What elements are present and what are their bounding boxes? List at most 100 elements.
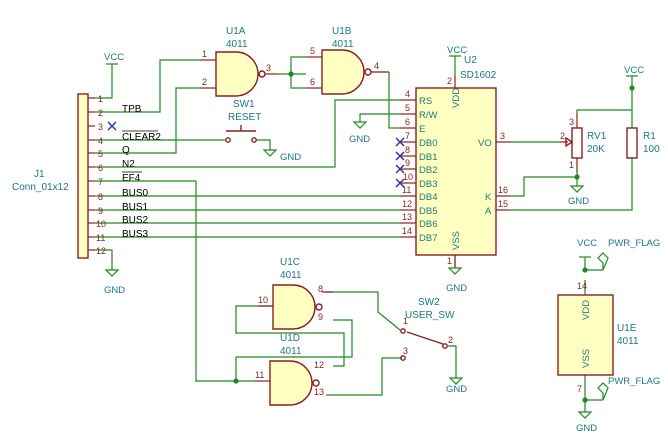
u1b-pin-6: 6 (310, 77, 315, 87)
j1-pin-10: 10 (96, 219, 106, 229)
wire-sw2-gnd (448, 345, 457, 378)
gnd-label-u2: GND (446, 283, 467, 294)
wire-a (510, 158, 633, 211)
sw1-ref: SW1 (233, 99, 255, 110)
gate-u1d[interactable]: 12 11 13 U1D 4011 (255, 333, 324, 406)
u1c-pin-10: 10 (258, 295, 268, 305)
vcc-label-j1: VCC (104, 52, 124, 63)
u1e-pin-7: 7 (577, 384, 582, 394)
wire-k (510, 176, 577, 197)
u2-pin-a-name: A (485, 206, 492, 217)
wire-n2 (95, 99, 400, 168)
u2-pin-rs-num: 4 (405, 89, 410, 99)
net-bus1: BUS1 (122, 202, 149, 213)
switch-sw2[interactable]: 1 2 3 SW2 USER_SW (400, 297, 455, 361)
u2-pin-vo-num: 3 (500, 131, 505, 141)
u2-pin-vdd-name: VDD (451, 88, 462, 108)
u1a-value: 4011 (226, 39, 248, 50)
j1-pin-2: 2 (98, 108, 103, 118)
u2-pin-db7-name: DB7 (419, 233, 437, 244)
u1c-body (272, 284, 316, 330)
u2-pin-db1-num: 8 (405, 145, 410, 155)
u2-pin-rs-name: RS (419, 96, 432, 107)
junction-u1a-out (288, 71, 294, 77)
vcc-label-u1e: VCC (577, 238, 597, 249)
u2-pin-db1-name: DB1 (419, 152, 437, 163)
u2-pin-db6-num: 13 (402, 212, 412, 222)
net-ef4: EF4 (122, 173, 141, 184)
u1a-body (215, 51, 259, 97)
wire-u1b-out-e (388, 72, 400, 129)
j1-ref: J1 (34, 169, 45, 180)
pwr-flag-label-bottom: PWR_FLAG (608, 376, 660, 387)
sw2-pin-2: 2 (448, 335, 453, 345)
j1-pin-11: 11 (96, 233, 105, 243)
j1-pins (88, 97, 95, 251)
gate-u1b[interactable]: 5 6 4 U1B 4011 (306, 26, 389, 95)
rv1-wiper-arrow (565, 136, 574, 148)
u2-pin-db4-num: 11 (402, 185, 411, 195)
pwr-flag-diamond-bottom (597, 382, 609, 401)
wire-u1c-10 (235, 305, 345, 367)
sw1-contact-right (251, 137, 257, 143)
rv1-body (571, 127, 583, 159)
u1e-pin-14: 14 (577, 281, 587, 291)
gnd-label-u1e: GND (576, 423, 597, 434)
wire-sw1-gnd (256, 139, 271, 150)
wire-j1-12-gnd (95, 249, 113, 270)
u1b-body (321, 49, 365, 95)
wire-tpb (95, 59, 200, 113)
rv1-pin-2: 2 (560, 131, 565, 141)
sw1-contact-left (225, 137, 231, 143)
u2-body (415, 87, 497, 256)
j1-body (77, 93, 89, 259)
u1c-pin-9: 9 (318, 312, 323, 322)
potentiometer-rv1[interactable]: 3 2 1 RV1 20K (560, 113, 607, 172)
no-connect-j1-3 (107, 121, 117, 131)
switch-sw1[interactable]: SW1 RESET (225, 99, 262, 143)
u1e-body (557, 294, 614, 376)
power-gnd-u1e: GND (576, 411, 597, 434)
power-gnd-u2: GND (446, 267, 467, 294)
wire-rw-gnd (359, 113, 400, 122)
wire-u1c-out (326, 291, 401, 331)
power-vcc-j1: VCC (104, 52, 124, 70)
u2-pin-db7-num: 14 (402, 226, 412, 236)
sw2-contact-1 (400, 328, 406, 334)
u2-pin-db4-name: DB4 (419, 192, 437, 203)
connector-j1[interactable]: 1 2 3 4 5 6 7 8 9 10 11 12 J1 Conn_01x12 (12, 93, 106, 259)
pwr-flag-diamond-top (597, 252, 609, 271)
power-gnd-j1: GND (104, 269, 125, 296)
u1d-value: 4011 (280, 346, 302, 357)
net-bus3: BUS3 (122, 229, 149, 240)
u1e-pin-vdd: VDD (581, 300, 592, 320)
power-vcc-u2: VCC (447, 45, 467, 60)
sw2-value: USER_SW (405, 310, 455, 321)
vcc-label-r1: VCC (624, 65, 644, 76)
j1-pin-4: 4 (98, 136, 103, 146)
u1d-pin-13: 13 (314, 387, 324, 397)
u2-pin-db5-name: DB5 (419, 206, 437, 217)
wire-q (95, 87, 200, 154)
resistor-r1[interactable]: R1 100 (626, 127, 660, 159)
j1-pin-5: 5 (98, 149, 103, 159)
junction-u1e-gnd (582, 397, 588, 403)
j1-pin-1: 1 (98, 94, 103, 104)
j1-value: Conn_01x12 (12, 182, 69, 193)
j1-pin-6: 6 (98, 163, 103, 173)
j1-pin-7: 7 (98, 177, 103, 187)
sw2-ref: SW2 (418, 297, 440, 308)
wire-ef4 (95, 180, 255, 382)
sw2-contact-3 (400, 355, 406, 361)
u1a-pin-1: 1 (202, 49, 207, 59)
u1d-ref: U1D (280, 333, 300, 344)
wire-u1b-in6 (290, 74, 306, 89)
gate-u1c[interactable]: 10 9 8 U1C 4011 (258, 257, 333, 330)
u1e-ref: U1E (617, 323, 637, 334)
gate-u1a[interactable]: 1 2 3 U1A 4011 (200, 26, 278, 97)
u1b-value: 4011 (332, 39, 354, 50)
sw2-pin-1: 1 (403, 316, 408, 326)
ic-u1e[interactable]: 14 7 VDD VSS U1E 4011 (557, 281, 639, 394)
lcd-u2[interactable]: 4 5 6 7 8 9 10 11 12 13 14 RS R/W E DB0 … (400, 55, 510, 268)
